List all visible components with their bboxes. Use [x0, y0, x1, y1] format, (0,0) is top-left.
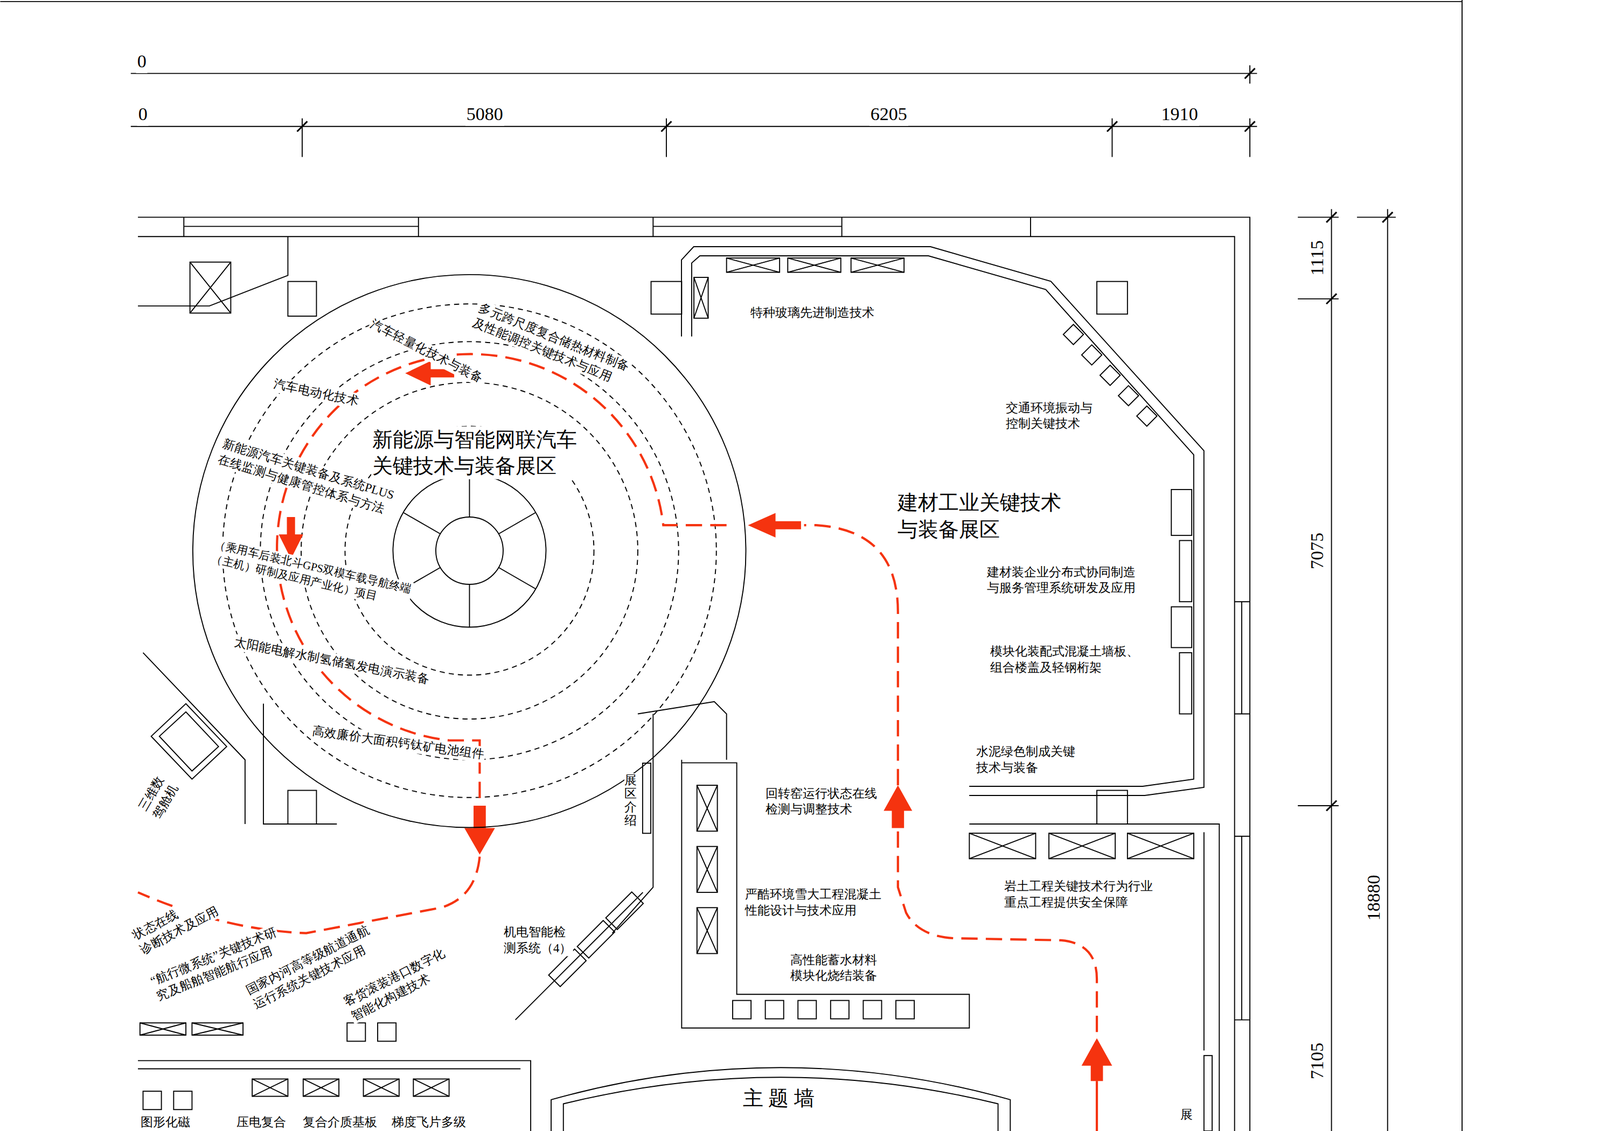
exhibit-text: 建材工业关键技术 与装备展区: [896, 489, 1063, 543]
exhibit-zone-room: 特种玻璃先进制造技术交通环境振动与 控制关键技术建材工业关键技术 与装备展区建材…: [681, 246, 1205, 798]
dimension-number: 0: [137, 102, 149, 127]
exhibit-label: 梯度飞片多级: [390, 1114, 468, 1131]
dimension-number: 0: [136, 49, 148, 73]
exhibit-text: 太阳能电解水制氢储氢发电演示装备: [231, 634, 432, 688]
zone-title: 新能源与智能网联汽车 关键技术与装备展区: [371, 426, 579, 480]
dimension-number: 7075: [1305, 531, 1330, 571]
dimension-number: 6205: [869, 102, 909, 127]
exhibit-label: 状态在线 诊断技术及应用: [128, 888, 222, 959]
exhibit-text: 汽车轻量化技术与装备: [366, 315, 487, 387]
exhibit-text: 交通环境振动与 控制关键技术: [1004, 400, 1094, 433]
exhibit-label: 严酷环境雪大工程混凝土 性能设计与技术应用: [743, 887, 883, 920]
intro-panel: 展区介绍: [622, 763, 653, 834]
exhibit-text: （乘用车后装北斗GPS双模车载导航终端 （主机）研制及应用产业化）项目: [208, 537, 414, 612]
exhibit-text: 展区介绍: [624, 773, 637, 828]
exhibit-text: 水泥绿色制成关键 技术与装备: [975, 744, 1077, 777]
dimension-number: 1115: [1305, 239, 1330, 277]
exhibit-text: 建材装企业分布式协同制造 与服务管理系统研发及应用: [985, 564, 1137, 597]
exhibit-label: 图形化磁: [139, 1114, 192, 1131]
exhibit-label: 回转窑运行状态在线 检测与调整技术: [764, 785, 879, 818]
exhibit-text: 新能源汽车关键装备及系统PLUS 在线监测与健康管控体系与方法: [214, 435, 398, 520]
theme-wall: 主 题 墙: [551, 1051, 1011, 1131]
exhibit-label: 高性能蓄水材料 模块化烧结装备: [789, 952, 879, 985]
exhibit-zone-circle: 新能源与智能网联汽车 关键技术与装备展区 多元跨尺度复合储热材料制备 及性能调控关…: [191, 273, 747, 829]
wall-title: 主 题 墙: [741, 1085, 816, 1112]
dimension-number: 5080: [465, 102, 505, 127]
exhibit-label: 复合介质基板: [301, 1114, 379, 1131]
exhibit-label: 三维数 驾舱机: [134, 773, 183, 824]
exhibit-label: 岩土工程关键技术行为行业 重点工程提供安全保障: [1003, 879, 1154, 911]
dimension-number: 7105: [1305, 1041, 1330, 1081]
exhibit-text: 多元跨尺度复合储热材料制备 及性能调控关键技术与应用: [469, 299, 633, 391]
exhibit-label: 压电复合: [235, 1114, 288, 1131]
exhibit-label: 展: [1179, 1107, 1194, 1124]
exhibit-text: 汽车电动化技术: [270, 376, 362, 410]
exhibit-text: 高效廉价大面积钙钛矿电池组件: [309, 722, 486, 764]
dimension-number: 18880: [1361, 873, 1386, 922]
exhibit-text: 模块化装配式混凝土墙板、 组合楼盖及轻钢桁架: [989, 644, 1140, 677]
zone-title: 特种玻璃先进制造技术: [749, 305, 876, 322]
exhibit-label: 机电智能检 测系统（4）: [502, 924, 573, 957]
dimension-number: 1910: [1160, 102, 1200, 127]
